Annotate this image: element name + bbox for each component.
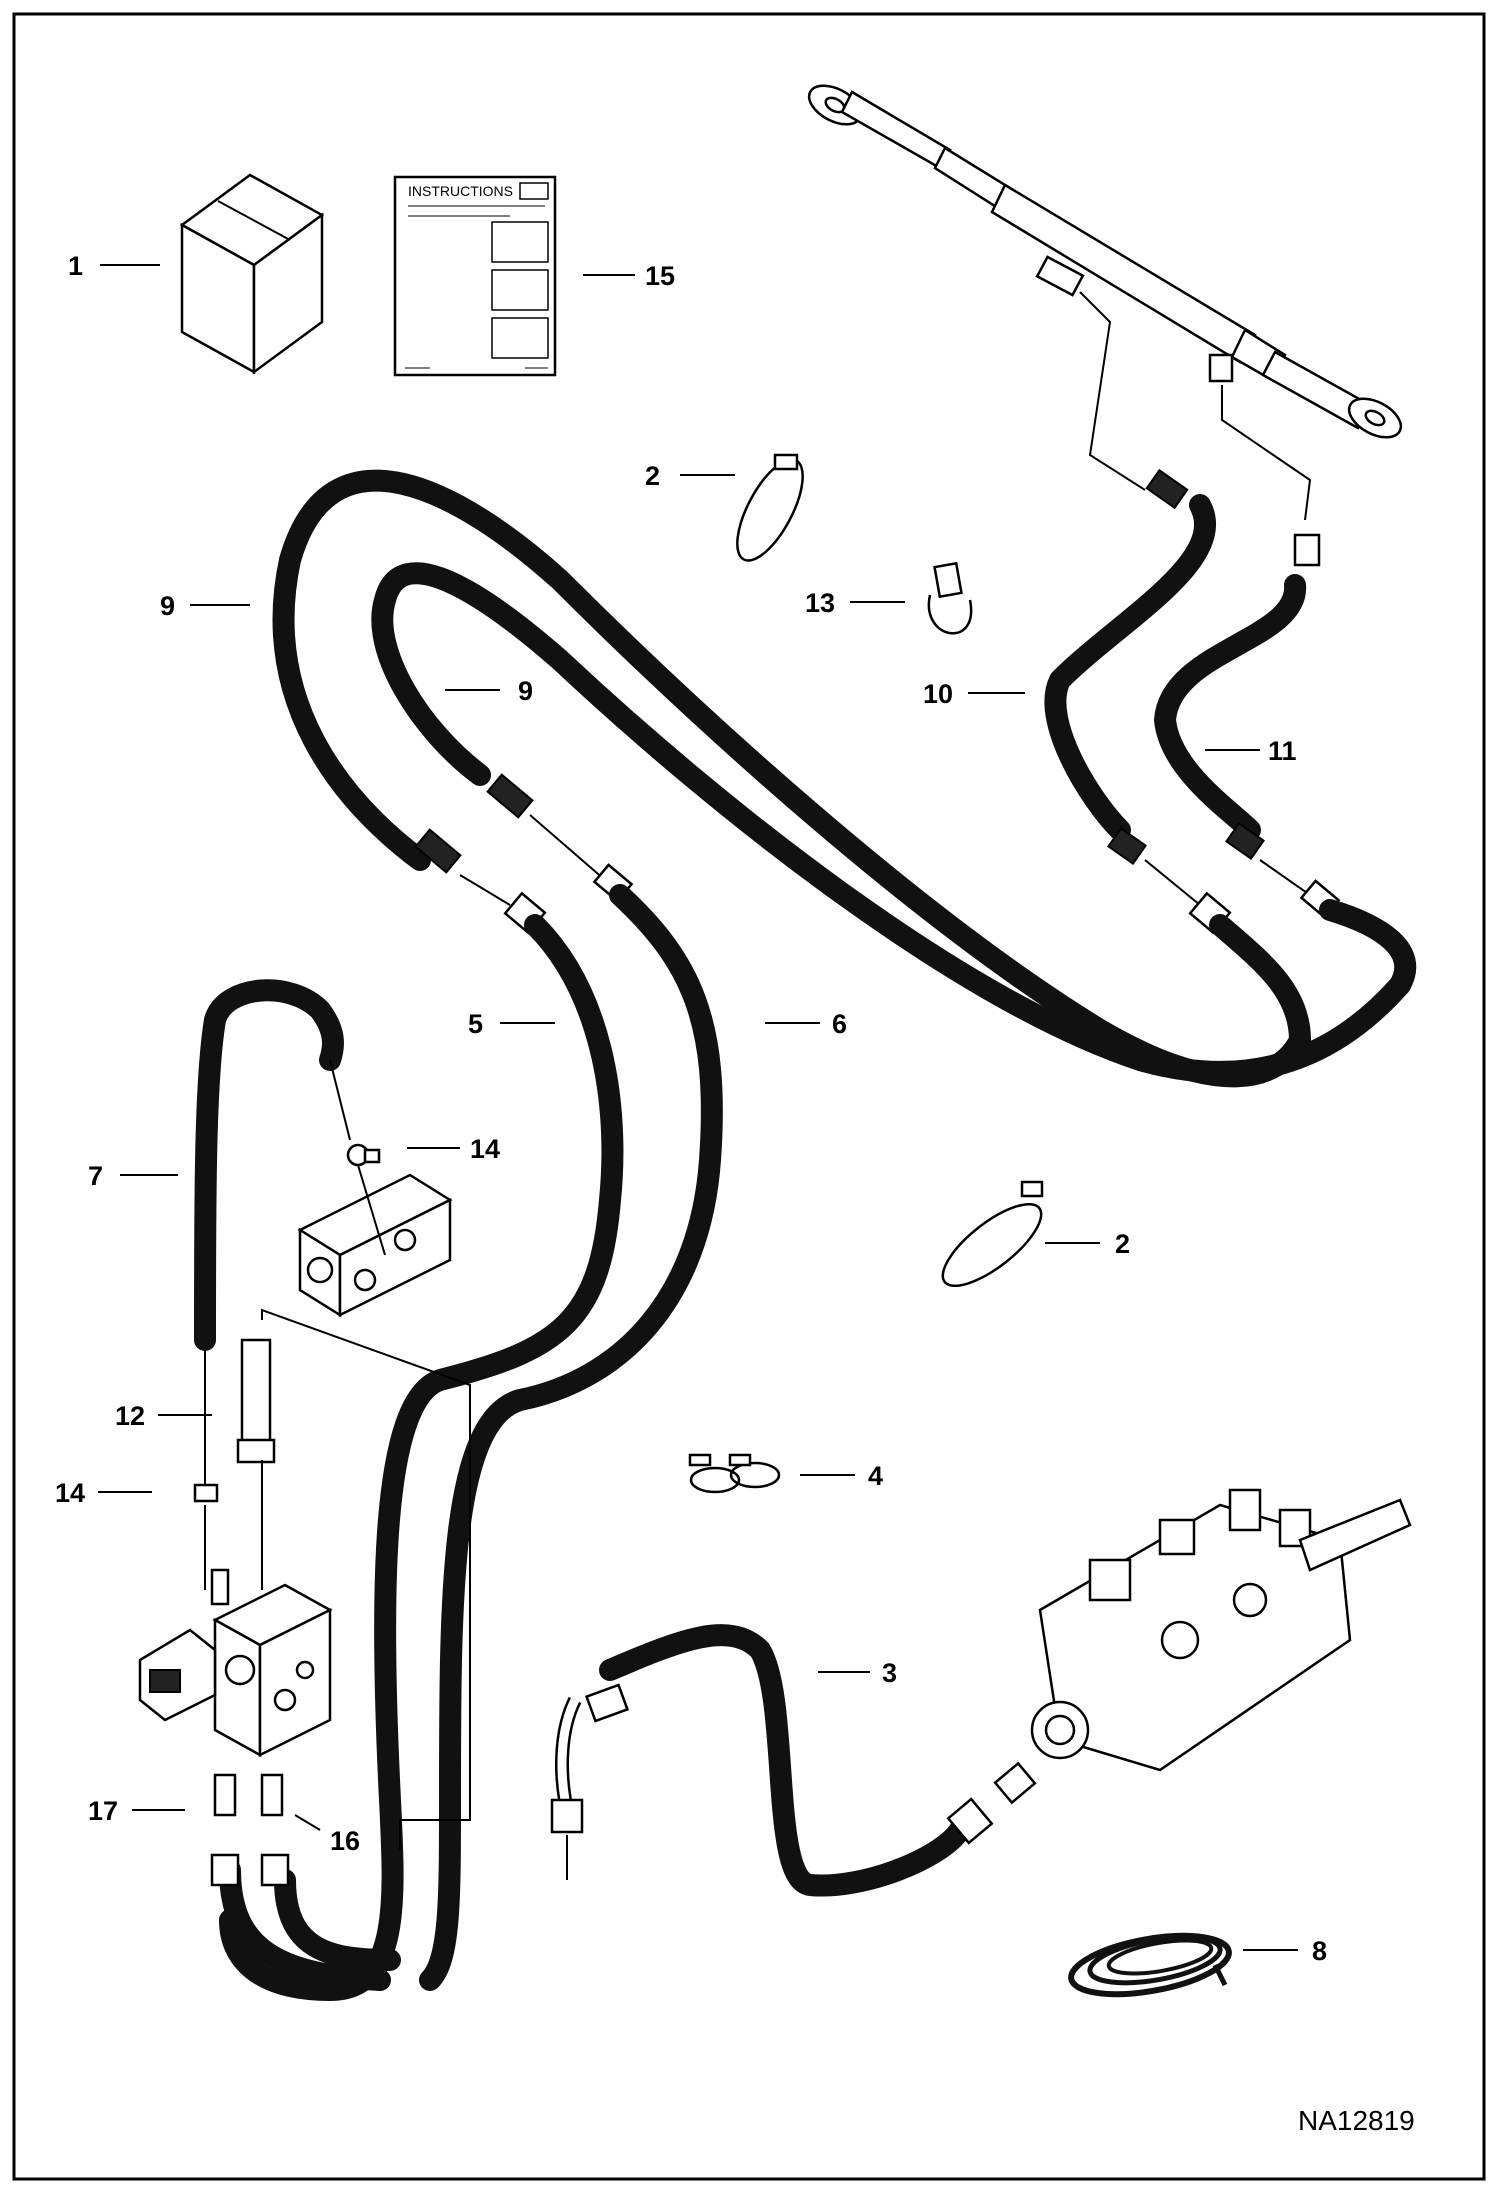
hose-6-end — [274, 1869, 401, 1971]
part-tubing-coil — [1068, 1932, 1232, 1998]
part-valve-block-small — [297, 1164, 453, 1318]
callout-17: 17 — [88, 1796, 118, 1826]
part-hose-clamp — [329, 1059, 381, 1167]
callout-13: 13 — [805, 588, 835, 618]
fitting — [1107, 826, 1147, 866]
hose-9-tail-b — [1319, 899, 1417, 996]
guide-line — [1221, 385, 1312, 521]
fitting — [414, 828, 462, 874]
callout-11: 11 — [1268, 736, 1297, 766]
fitting — [1293, 533, 1321, 567]
fitting — [1145, 468, 1189, 510]
callout-8: 8 — [1312, 1936, 1327, 1966]
hose-9-tail-a — [1209, 914, 1311, 1051]
fitting — [486, 773, 534, 819]
hydraulic-pump — [1030, 1488, 1412, 1772]
part-valve-manifold — [138, 1308, 471, 1887]
fitting — [1225, 821, 1265, 861]
hose-7 — [194, 979, 344, 1351]
figure-id: NA12819 — [1298, 2105, 1415, 2136]
part-clamps — [688, 1453, 781, 1494]
callout-3: 3 — [882, 1658, 897, 1688]
part-cable-tie-top — [736, 453, 804, 562]
callout-14-bottom: 14 — [55, 1478, 85, 1508]
hose-6 — [419, 884, 723, 1991]
hose-11 — [1154, 574, 1306, 841]
callout-5: 5 — [468, 1009, 483, 1039]
callout-9-outer: 9 — [160, 591, 175, 621]
callout-15: 15 — [645, 261, 675, 291]
callout-2-mid: 2 — [1115, 1229, 1130, 1259]
callout-9-inner: 9 — [518, 676, 533, 706]
callout-10: 10 — [923, 679, 953, 709]
part-box — [179, 173, 325, 375]
callout-16: 16 — [330, 1826, 360, 1856]
fitting-12 — [240, 1338, 272, 1452]
callout-7: 7 — [88, 1161, 103, 1191]
hose-3 — [599, 1624, 971, 1897]
callout-12: 12 — [115, 1401, 145, 1431]
part-pump-fittings — [550, 1683, 1037, 1880]
hose-9-inner — [371, 562, 1411, 1083]
callout-14-top: 14 — [470, 1134, 500, 1164]
part-clip — [927, 561, 973, 635]
callout-6: 6 — [832, 1009, 847, 1039]
callout-4: 4 — [868, 1461, 883, 1491]
hydraulic-cylinder — [807, 84, 1403, 439]
hose-10 — [1044, 494, 1217, 841]
callout-1: 1 — [68, 251, 83, 281]
clamp-14b — [193, 1483, 219, 1503]
hose-5 — [219, 914, 624, 2001]
hose-5-end — [219, 1859, 391, 1991]
part-cable-tie-mid — [941, 1180, 1044, 1288]
callout-2-top: 2 — [645, 461, 660, 491]
diagram-frame — [12, 12, 1486, 2181]
instructions-label: INSTRUCTIONS — [408, 183, 513, 199]
guide-line — [1079, 291, 1146, 491]
part-instructions-sheet: INSTRUCTIONS — [393, 175, 557, 377]
